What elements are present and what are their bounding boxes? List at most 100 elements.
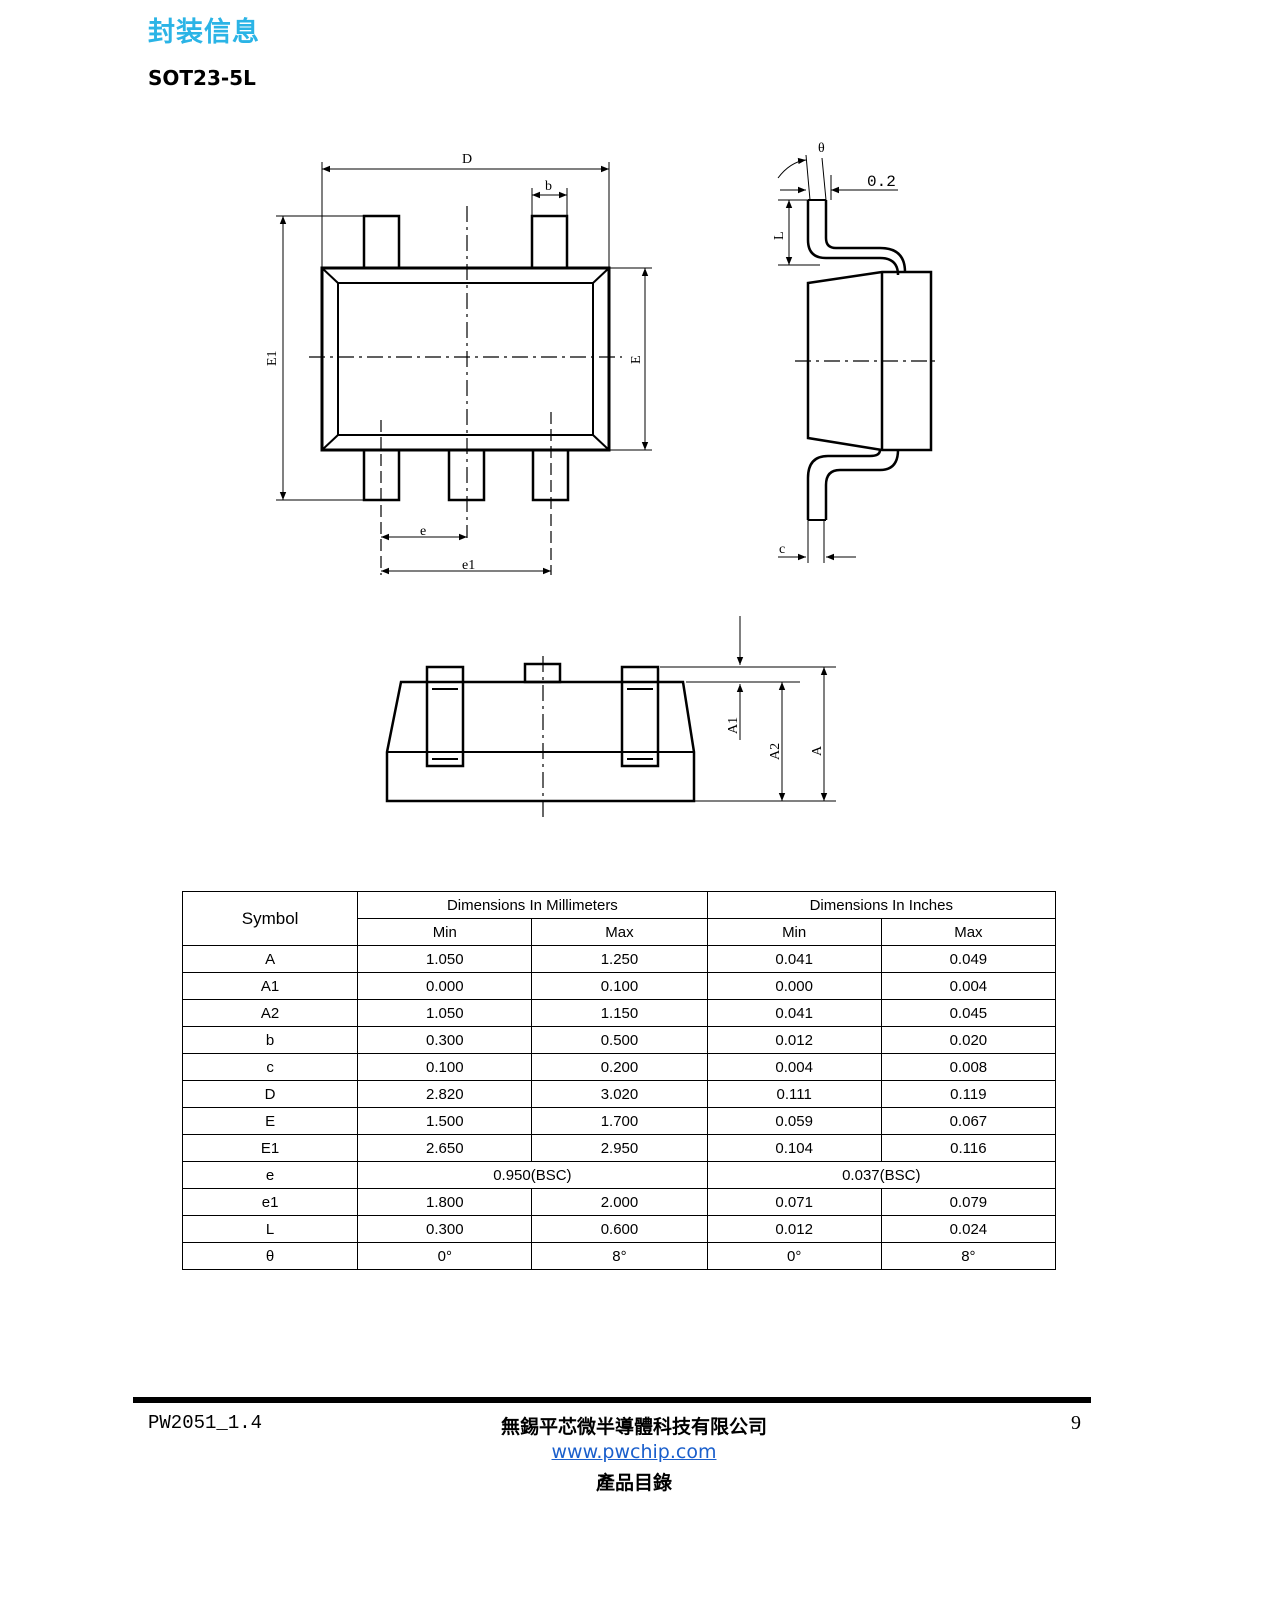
mm-min-cell: 0.300: [357, 1215, 533, 1243]
table-row: A 1.050 1.250 0.041 0.049: [181, 945, 1057, 973]
mm-min-cell: 2.820: [357, 1080, 533, 1108]
symbol-cell: θ: [181, 1242, 359, 1270]
in-max-header: Max: [880, 918, 1057, 946]
mm-min-cell: 0.000: [357, 972, 533, 1000]
page-number: 9: [1071, 1412, 1081, 1434]
website-link[interactable]: www.pwchip.com: [551, 1441, 717, 1463]
symbol-cell: A: [181, 945, 359, 973]
dim-label-e: e: [420, 524, 426, 539]
dim-label-b: b: [545, 179, 552, 194]
dim-label-gauge: 0.2: [867, 173, 896, 191]
mm-min-cell: 1.800: [357, 1188, 533, 1216]
mm-min-cell: 0.300: [357, 1026, 533, 1054]
table-row: E 1.500 1.700 0.059 0.067: [181, 1107, 1057, 1135]
dim-label-E1: E1: [265, 350, 280, 366]
mm-max-cell: 1.700: [531, 1107, 708, 1135]
in-max-cell: 0.008: [880, 1053, 1057, 1081]
mm-min-cell: 2.650: [357, 1134, 533, 1162]
front-view: [385, 616, 836, 822]
in-max-cell: 0.024: [880, 1215, 1057, 1243]
mm-max-cell: 2.000: [531, 1188, 708, 1216]
in-min-cell: 0.004: [706, 1053, 882, 1081]
in-min-cell: 0.071: [706, 1188, 882, 1216]
document-id: PW2051_1.4: [148, 1412, 263, 1434]
table-row: c 0.100 0.200 0.004 0.008: [181, 1053, 1057, 1081]
in-max-cell: 8°: [880, 1242, 1057, 1270]
mm-max-cell: 8°: [531, 1242, 708, 1270]
in-max-cell: 0.045: [880, 999, 1057, 1027]
dim-label-A: A: [810, 745, 825, 756]
symbol-cell: b: [181, 1026, 359, 1054]
symbol-cell: E1: [181, 1134, 359, 1162]
symbol-cell: E: [181, 1107, 359, 1135]
product-catalog-label: 產品目錄: [595, 1472, 672, 1494]
mm-min-cell: 0.100: [357, 1053, 533, 1081]
symbol-header: Symbol: [181, 891, 359, 946]
dim-label-c: c: [779, 542, 785, 557]
dim-label-theta: θ: [818, 141, 825, 156]
in-max-cell: 0.079: [880, 1188, 1057, 1216]
table-row: A2 1.050 1.150 0.041 0.045: [181, 999, 1057, 1027]
in-min-cell: 0.012: [706, 1026, 882, 1054]
table-row: A1 0.000 0.100 0.000 0.004: [181, 972, 1057, 1000]
in-max-cell: 0.116: [880, 1134, 1057, 1162]
symbol-cell: e1: [181, 1188, 359, 1216]
dim-label-E: E: [629, 355, 644, 364]
in-min-cell: 0.059: [706, 1107, 882, 1135]
table-row: D 2.820 3.020 0.111 0.119: [181, 1080, 1057, 1108]
symbol-cell: c: [181, 1053, 359, 1081]
dim-label-e1: e1: [462, 558, 475, 573]
company-name: 無錫平芯微半導體科技有限公司: [500, 1416, 767, 1438]
in-header: Dimensions In Inches: [706, 891, 1057, 919]
mm-max-cell: 1.150: [531, 999, 708, 1027]
table-row: L 0.300 0.600 0.012 0.024: [181, 1215, 1057, 1243]
in-min-cell: 0.041: [706, 999, 882, 1027]
mm-max-cell: 2.950: [531, 1134, 708, 1162]
mm-min-cell: 0°: [357, 1242, 533, 1270]
table-row: e 0.950(BSC) 0.037(BSC): [181, 1161, 1057, 1189]
mm-max-cell: 0.500: [531, 1026, 708, 1054]
mm-max-cell: 3.020: [531, 1080, 708, 1108]
section-title: 封装信息: [148, 17, 260, 48]
mm-min-cell: 1.050: [357, 999, 533, 1027]
mm-span-cell: 0.950(BSC): [357, 1161, 708, 1189]
footer-divider: [133, 1397, 1091, 1403]
in-min-cell: 0.000: [706, 972, 882, 1000]
in-max-cell: 0.119: [880, 1080, 1057, 1108]
in-min-cell: 0°: [706, 1242, 882, 1270]
in-max-cell: 0.067: [880, 1107, 1057, 1135]
in-min-cell: 0.041: [706, 945, 882, 973]
top-view: [276, 162, 652, 575]
symbol-cell: L: [181, 1215, 359, 1243]
dim-label-A2: A2: [768, 743, 783, 760]
symbol-cell: A2: [181, 999, 359, 1027]
mm-max-cell: 0.100: [531, 972, 708, 1000]
table-row: θ 0° 8° 0° 8°: [181, 1242, 1057, 1270]
mm-min-cell: 1.050: [357, 945, 533, 973]
table-row: b 0.300 0.500 0.012 0.020: [181, 1026, 1057, 1054]
table-row: E1 2.650 2.950 0.104 0.116: [181, 1134, 1057, 1162]
symbol-cell: A1: [181, 972, 359, 1000]
in-min-cell: 0.104: [706, 1134, 882, 1162]
dim-label-A1: A1: [726, 717, 741, 734]
mm-max-cell: 1.250: [531, 945, 708, 973]
package-outline-drawing: D b E1 E e e1 θ 0.2: [265, 141, 940, 822]
in-max-cell: 0.020: [880, 1026, 1057, 1054]
symbol-cell: e: [181, 1161, 359, 1189]
mm-min-header: Min: [357, 918, 533, 946]
mm-min-cell: 1.500: [357, 1107, 533, 1135]
side-view: [777, 154, 940, 563]
dimensions-table: Symbol Dimensions In Millimeters Dimensi…: [181, 891, 1057, 1270]
mm-max-header: Max: [531, 918, 708, 946]
in-max-cell: 0.049: [880, 945, 1057, 973]
in-min-cell: 0.012: [706, 1215, 882, 1243]
symbol-cell: D: [181, 1080, 359, 1108]
in-min-header: Min: [706, 918, 882, 946]
mm-max-cell: 0.200: [531, 1053, 708, 1081]
package-name: SOT23-5L: [148, 66, 256, 90]
dim-label-D: D: [462, 152, 472, 167]
in-min-cell: 0.111: [706, 1080, 882, 1108]
mm-header: Dimensions In Millimeters: [357, 891, 708, 919]
in-max-cell: 0.004: [880, 972, 1057, 1000]
table-row: e1 1.800 2.000 0.071 0.079: [181, 1188, 1057, 1216]
